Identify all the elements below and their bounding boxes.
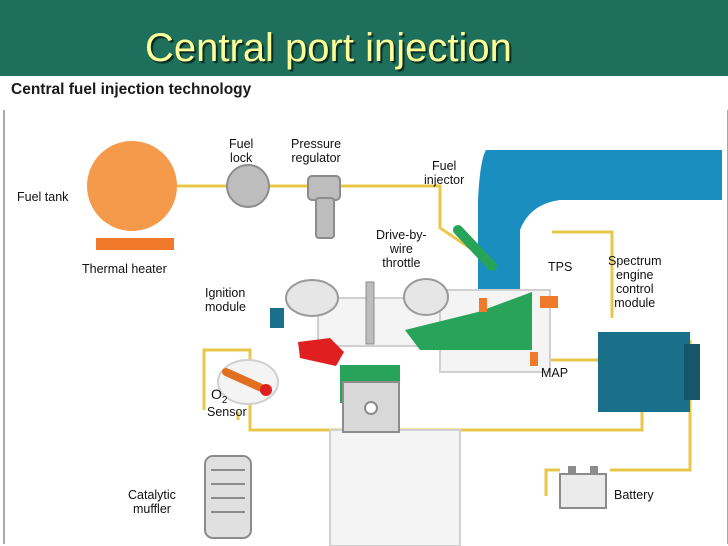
label-ignition-line1: Ignition: [205, 286, 246, 300]
spark-plug-icon: [365, 281, 375, 345]
wire-battery-ground: [544, 468, 560, 496]
label-drive-by-wire: Drive-by- wire throttle: [376, 228, 427, 270]
ecm-connector: [684, 344, 700, 400]
intake-tube: [478, 150, 722, 300]
label-catalytic-line2: muffler: [132, 502, 171, 516]
valve-cam-left: [285, 279, 339, 317]
label-ignition-line2: module: [205, 300, 246, 314]
label-drive-by-wire-line3: throttle: [382, 256, 421, 270]
ignition-module-icon: [270, 308, 284, 328]
catalytic-muffler-icon: [204, 455, 252, 539]
fuel-line-to-injector: [340, 184, 471, 250]
label-pressure-regulator-line1: Pressure: [291, 137, 342, 151]
label-spectrum-line2: engine: [615, 268, 654, 282]
label-thermal-heater: Thermal heater: [82, 262, 167, 276]
label-fuel-injector-line2: injector: [424, 173, 465, 187]
pressure-regulator-icon: [307, 175, 341, 239]
label-catalytic-line1: Catalytic: [128, 488, 176, 502]
diagram-header: Central fuel injection technology: [11, 81, 252, 98]
intake-manifold: [405, 292, 532, 350]
label-fuel-tank: Fuel tank: [17, 190, 69, 204]
label-fuel-injector-line1: Fuel: [431, 159, 457, 173]
label-o2-sub: 2: [221, 394, 228, 406]
ecm-icon: [598, 332, 690, 412]
slide-title: Central port injection: [145, 26, 512, 70]
label-spectrum-ecm: Spectrum engine control module: [608, 254, 662, 310]
label-o2: O2: [211, 386, 227, 406]
o2-tip: [260, 384, 272, 396]
piston-icon: [342, 381, 400, 433]
label-spectrum-line3: control: [615, 282, 654, 296]
label-ignition-module: Ignition module: [205, 286, 246, 314]
battery-icon: [559, 466, 607, 509]
label-drive-by-wire-line1: Drive-by-: [376, 228, 427, 242]
title-banner: [0, 0, 728, 76]
injector-tip-icon: [479, 298, 487, 312]
tps-sensor-icon: [540, 296, 558, 308]
label-catalytic-muffler: Catalytic muffler: [128, 488, 176, 516]
label-fuel-injector: Fuel injector: [424, 159, 464, 187]
map-sensor-icon: [530, 352, 538, 366]
label-pressure-regulator: Pressure regulator: [291, 137, 341, 165]
thermal-heater-icon: [96, 238, 174, 250]
label-tps: TPS: [548, 260, 573, 274]
label-fuel-lock-line1: Fuel: [229, 137, 254, 151]
label-o2-main: O: [211, 386, 222, 402]
throttle-body-icon: [453, 225, 497, 271]
valve-cam-right: [403, 278, 449, 316]
label-map: MAP: [541, 366, 569, 380]
label-fuel-lock: Fuel lock: [229, 137, 253, 165]
label-spectrum-line1: Spectrum: [608, 254, 662, 268]
fuel-tank-icon: [87, 141, 177, 231]
label-battery: Battery: [614, 488, 654, 502]
fuel-lock-icon: [226, 164, 270, 208]
label-fuel-lock-line2: lock: [230, 151, 253, 165]
label-pressure-regulator-line2: regulator: [291, 151, 341, 165]
o2-sensor-icon: [222, 368, 270, 394]
label-sensor: Sensor: [207, 405, 247, 419]
label-drive-by-wire-line2: wire: [389, 242, 413, 256]
label-spectrum-line4: module: [614, 296, 656, 310]
exhaust-port: [298, 338, 344, 366]
wire-ecm-tps: [552, 230, 614, 318]
